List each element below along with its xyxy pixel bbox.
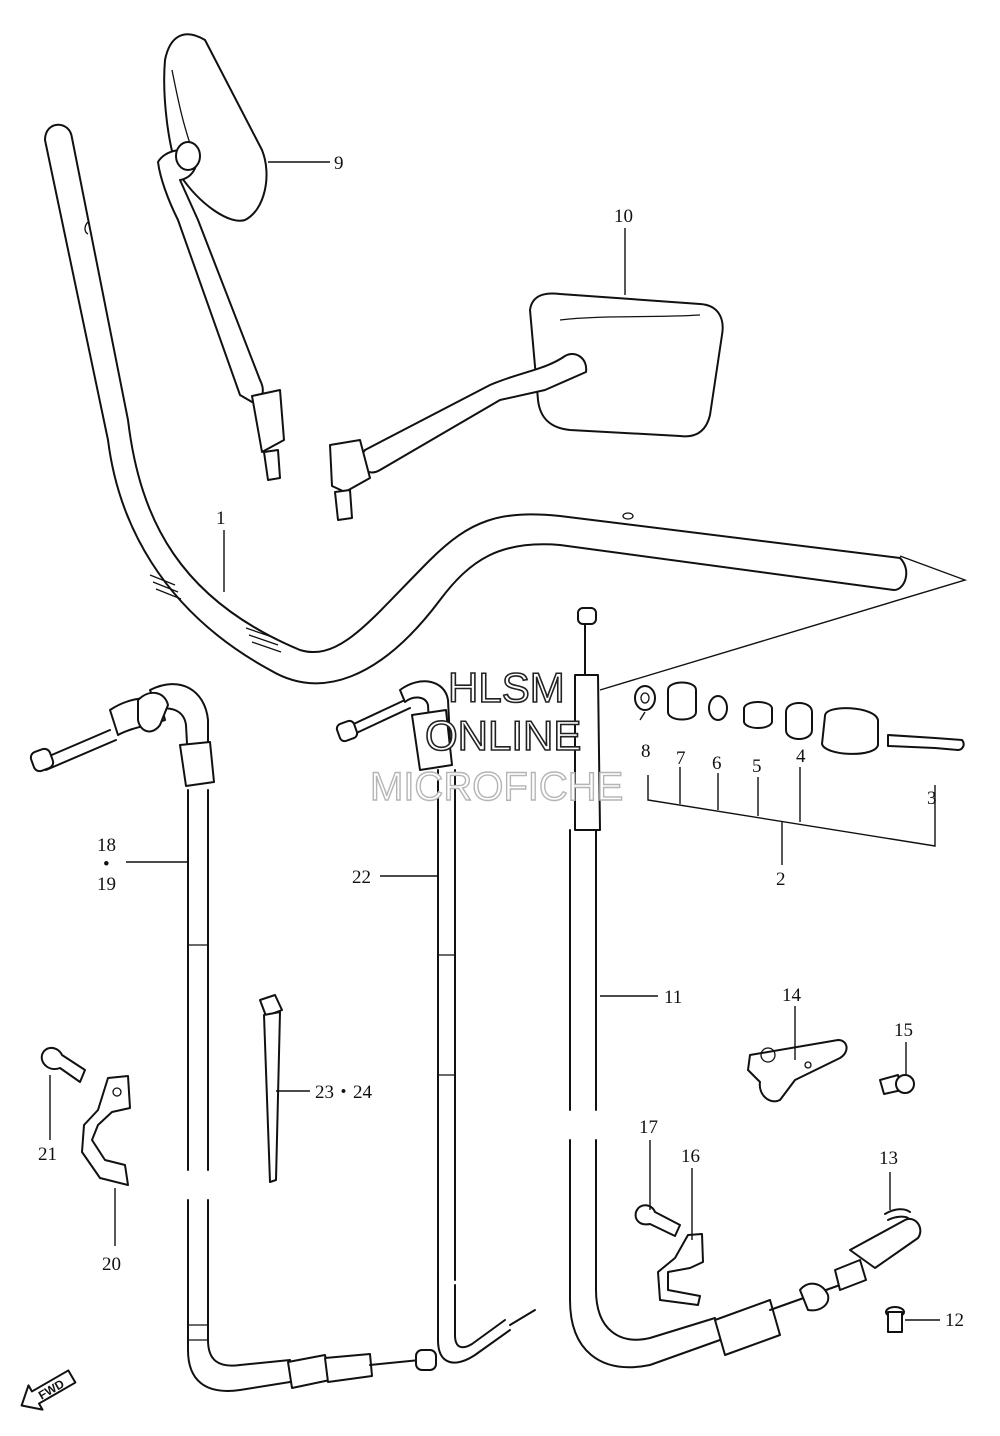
callout-16: 16	[681, 1146, 700, 1167]
bracket-14[interactable]	[747, 1039, 848, 1103]
weight-3[interactable]	[821, 707, 965, 755]
callout-17: 17	[639, 1117, 658, 1138]
mirror-left[interactable]	[157, 33, 285, 481]
leader-lines	[49, 161, 940, 1321]
watermark-hlsm: HLSM	[448, 664, 565, 711]
spacer-5[interactable]	[743, 701, 773, 729]
callout-22: 22	[352, 867, 371, 888]
callout-20: 20	[102, 1254, 121, 1275]
fwd-arrow: FWD	[20, 1369, 77, 1411]
callout-6: 6	[712, 753, 722, 774]
callout-1: 1	[216, 508, 226, 529]
handlebar[interactable]	[44, 123, 908, 685]
callout-7: 7	[676, 748, 686, 769]
watermark: HLSM ONLINE MICROFICHE	[369, 663, 624, 810]
callout-23-24: 23・24	[315, 1082, 373, 1103]
cable-tie[interactable]	[259, 994, 283, 1183]
throttle-cable[interactable]	[29, 683, 437, 1392]
callouts: 9 10 1 8 7 6 5 4 3 2 18 • 19 22 11 14 15…	[38, 153, 964, 1331]
callout-18: 18	[97, 835, 116, 856]
assembly-lines	[599, 555, 968, 865]
callout-4: 4	[796, 746, 806, 767]
pin-12[interactable]	[885, 1306, 905, 1333]
callout-18-dot: •	[103, 854, 110, 875]
callout-9: 9	[334, 153, 344, 174]
callout-14: 14	[782, 985, 802, 1006]
mirror-right[interactable]	[329, 292, 724, 521]
washer-6[interactable]	[708, 695, 728, 721]
bolt-21[interactable]	[40, 1046, 86, 1083]
callout-12: 12	[945, 1310, 964, 1331]
bolt-17[interactable]	[634, 1204, 681, 1237]
clip-13[interactable]	[884, 1208, 911, 1221]
callout-2: 2	[776, 869, 786, 890]
callout-15: 15	[894, 1020, 913, 1041]
watermark-online: ONLINE	[425, 712, 581, 759]
callout-10: 10	[614, 206, 633, 227]
spacer-7[interactable]	[667, 681, 697, 721]
callout-3: 3	[927, 788, 937, 809]
clutch-cable[interactable]	[569, 607, 922, 1369]
screw-15[interactable]	[879, 1074, 915, 1095]
watermark-microfiche: MICROFICHE	[370, 765, 623, 809]
callout-13: 13	[879, 1148, 898, 1169]
clamp-20[interactable]	[81, 1075, 131, 1186]
callout-21: 21	[38, 1144, 57, 1165]
bushing-8[interactable]	[634, 685, 656, 711]
throttle-cable-2[interactable]	[335, 680, 536, 1364]
callout-11: 11	[664, 987, 682, 1008]
callout-8: 8	[641, 741, 651, 762]
callout-19: 19	[97, 874, 116, 895]
clamp-16[interactable]	[657, 1233, 704, 1306]
collar-4[interactable]	[785, 702, 813, 740]
fwd-arrow-icon	[20, 1369, 77, 1411]
callout-5: 5	[752, 756, 762, 777]
